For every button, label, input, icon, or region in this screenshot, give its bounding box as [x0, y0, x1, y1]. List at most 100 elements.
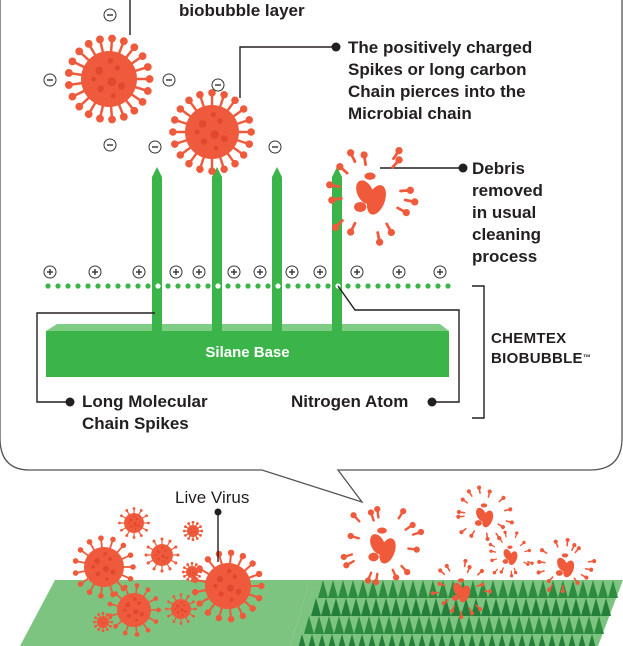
surface-spike: [438, 580, 448, 598]
leader-dot-spikes: [331, 42, 341, 52]
surface-spike: [528, 634, 536, 646]
surface-spike: [481, 598, 491, 616]
surface-spike: [384, 616, 394, 634]
surface-spike: [318, 580, 328, 598]
surface-spike: [594, 616, 604, 634]
surface-spike: [514, 616, 524, 634]
surface-spike: [454, 616, 464, 634]
surface-spike: [488, 634, 496, 646]
spikes-pierce-line-2: Spikes or long carbon: [348, 60, 527, 79]
molecular-spike-4: [332, 167, 342, 331]
surface-spike: [394, 616, 404, 634]
dotted-layer-dot: [265, 283, 271, 289]
dotted-layer-dot: [235, 283, 241, 289]
dotted-layer-dot: [315, 283, 321, 289]
surface-spike: [608, 580, 618, 598]
surface-spike: [381, 598, 391, 616]
surface-spike: [338, 634, 346, 646]
surface-spike: [538, 580, 548, 598]
surface-spike: [304, 616, 314, 634]
surface-spike: [368, 580, 378, 598]
debris-label: Debris removed in usual cleaning process: [472, 158, 543, 268]
positive-charge-icon: [227, 265, 241, 279]
molecular-spike-2: [212, 167, 222, 331]
leader-dot-debris: [458, 163, 468, 173]
surface-spike: [401, 598, 411, 616]
surface-spike: [441, 598, 451, 616]
destroyed-virus-icon: [340, 505, 425, 586]
surface-spike: [588, 580, 598, 598]
negative-charge-icon: [43, 73, 57, 87]
surface-spike: [501, 598, 511, 616]
virus-piercing-icon: [169, 89, 255, 175]
surface-spike: [518, 634, 526, 646]
dotted-layer-dot: [55, 283, 61, 289]
surface-spike: [578, 634, 586, 646]
brand-bracket: [472, 285, 485, 419]
leader-dot-long-chain: [65, 397, 75, 407]
molecular-spike-1: [152, 167, 162, 331]
surface-spike: [408, 580, 418, 598]
destroyed-virus-icon: [430, 558, 493, 620]
surface-spike: [378, 580, 388, 598]
surface-spike: [538, 634, 546, 646]
brand-label: CHEMTEX BIOBUBBLE™: [491, 329, 591, 369]
leader-dot-live-virus: [214, 508, 222, 516]
surface-spike: [551, 598, 561, 616]
surface-spike: [371, 598, 381, 616]
spikes-pierce-line-4: Microbial chain: [348, 104, 472, 123]
dotted-layer-dot: [125, 283, 131, 289]
debris-line-3: in usual: [472, 203, 537, 222]
silane-base: [46, 331, 449, 377]
live-virus-icon: [118, 507, 150, 539]
surface-spike: [521, 598, 531, 616]
nitrogen-atom: [155, 283, 161, 289]
surface-spike: [498, 580, 508, 598]
dotted-layer-dot: [425, 283, 431, 289]
positive-charge-icon: [132, 265, 146, 279]
destroyed-virus-icon: [536, 537, 597, 594]
live-virus-icon: [144, 537, 180, 573]
surface-spike: [378, 634, 386, 646]
live-virus-icon: [182, 520, 204, 542]
surface-spike: [541, 598, 551, 616]
surface-spike: [328, 634, 336, 646]
surface-spike: [494, 616, 504, 634]
dotted-layer-dot: [255, 283, 261, 289]
surface-spike: [311, 598, 321, 616]
negative-charge-icon: [103, 8, 117, 22]
surface-spike: [508, 580, 518, 598]
dotted-layer-dot: [75, 283, 81, 289]
positive-charge-icon: [350, 265, 364, 279]
surface-spike: [464, 616, 474, 634]
surface-spike: [341, 598, 351, 616]
dotted-layer-dot: [105, 283, 111, 289]
dotted-layer-dot: [375, 283, 381, 289]
live-virus-icon: [107, 583, 162, 637]
debris-line-4: cleaning: [472, 225, 541, 244]
live-virus-icon: [181, 561, 203, 583]
long-chain-label: Long Molecular Chain Spikes: [82, 391, 208, 435]
live-virus-icon: [72, 535, 136, 599]
leader-line-nitrogen: [337, 285, 460, 403]
destroyed-virus-icon: [456, 485, 514, 542]
speech-bubble: [0, 0, 623, 504]
surface-spike: [418, 580, 428, 598]
surface-spike: [321, 598, 331, 616]
surface-spike: [351, 598, 361, 616]
surface-spike: [408, 634, 416, 646]
surface-spike: [458, 634, 466, 646]
surface-spike: [421, 598, 431, 616]
surface-spike: [318, 634, 326, 646]
brand-line-2: BIOBUBBLE: [491, 350, 583, 367]
dotted-layer-dot: [115, 283, 121, 289]
nitrogen-atom: [275, 283, 281, 289]
surface-spike: [391, 598, 401, 616]
surface-spike: [561, 598, 571, 616]
nitrogen-atom: [215, 283, 221, 289]
silane-base-top: [46, 324, 449, 331]
surface-spike: [358, 580, 368, 598]
dotted-layer-dot: [305, 283, 311, 289]
positive-charge-icon: [253, 265, 267, 279]
dotted-layer-dot: [175, 283, 181, 289]
